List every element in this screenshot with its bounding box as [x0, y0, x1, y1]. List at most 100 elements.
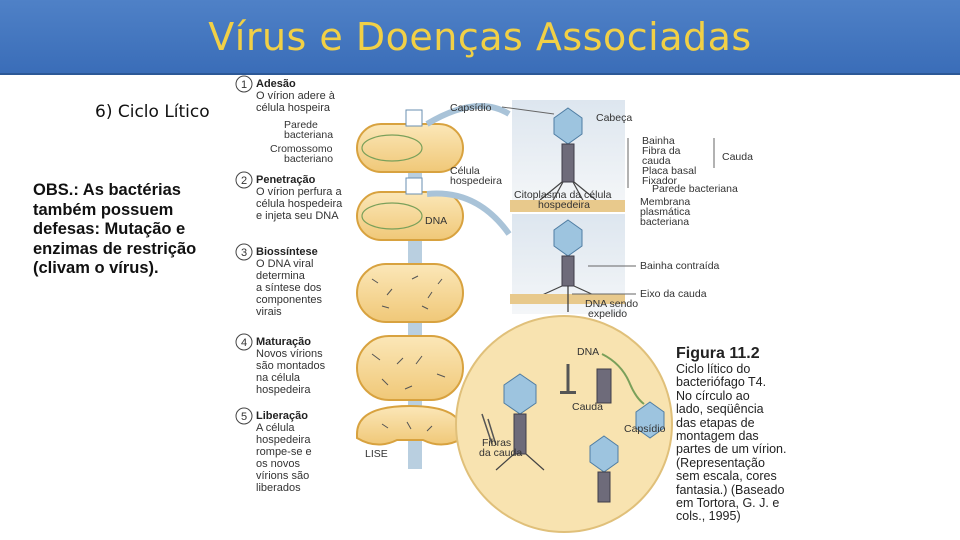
assembly-circle-bg [455, 315, 673, 533]
caption-line-12: cols., 1995) [676, 509, 741, 524]
caption-line-10: fantasia.) (Baseado [676, 482, 785, 497]
step-4-marker [235, 333, 253, 351]
step-markers: 1 2 3 4 5 [235, 75, 253, 425]
label-fixador: Fixador [642, 175, 678, 187]
label-dna-expelido-2: expelido [588, 308, 627, 320]
caption-line-9: sem escala, cores [676, 469, 777, 484]
step-2-line-2: célula hospedeira [256, 198, 343, 210]
caption-line-4: lado, seqüência [676, 402, 764, 417]
slide-title: Vírus e Doenças Associadas [208, 14, 752, 59]
step-3-marker [235, 243, 253, 261]
circle-baseplate [560, 391, 576, 394]
step-5-line-5: vírions são [256, 470, 309, 482]
circle-label-fibras-2: da cauda [479, 447, 522, 459]
caption-line-7: partes de um vírion. [676, 442, 787, 457]
label-parede-1: Parede [284, 119, 318, 131]
caption-line-6: montagem das [676, 429, 759, 444]
cell-5-lysed [356, 404, 464, 446]
step-4-title: Maturação [256, 336, 311, 348]
cell-1-chromosome [361, 134, 423, 162]
step-2-line-1: O vírion perfura a [256, 186, 342, 198]
circle-label-cauda: Cauda [572, 401, 603, 413]
step-4-line-4: hospedeira [256, 384, 311, 396]
leader-capsidio [501, 106, 555, 115]
step-1-line-1: O vírion adere à [256, 90, 336, 102]
step-3-title: Biossíntese [256, 246, 318, 258]
title-bar: Vírus e Doenças Associadas [0, 0, 960, 75]
caption-line-8: (Representação [676, 455, 765, 470]
circle-phage-left-tail [513, 413, 527, 455]
step-1-line-2: célula hospeira [256, 102, 331, 114]
label-cromossomo-1: Cromossomo [270, 143, 333, 155]
obs-note: OBS.: As bactérias também possuem defesa… [33, 181, 197, 277]
cell-3 [356, 263, 464, 323]
step-2-title: Penetração [256, 174, 316, 186]
label-eixo-cauda: Eixo da cauda [640, 288, 707, 300]
label-bainha-contraida: Bainha contraída [640, 260, 720, 272]
phage-detail-panel [510, 100, 625, 314]
label-fibra-2: cauda [642, 155, 671, 167]
tail-sheath-icon [561, 143, 575, 183]
step-5-line-3: rompe-se e [256, 446, 312, 458]
step-2-num: 2 [241, 175, 247, 187]
step-4-num: 4 [241, 337, 247, 349]
tail-fibers-icon [539, 181, 597, 205]
step-5-num: 5 [241, 411, 247, 423]
step-3-line-4: componentes [256, 294, 323, 306]
caption-line-11: em Tortora, G. J. e [676, 496, 780, 511]
label-dna-expelido-1: DNA sendo [585, 298, 638, 310]
circle-label-fibras-1: Fibras [482, 437, 511, 449]
caption-title: Figura 11.2 [676, 345, 760, 362]
lytic-cycle-figure: 1 2 3 4 5 Adesão O vírion adere à célula… [232, 74, 792, 536]
step-5-title: Liberação [256, 410, 308, 422]
slide-subtitle: 6) Ciclo Lítico [95, 102, 210, 122]
cell-contents [371, 275, 446, 432]
phage-penetrate-box [405, 177, 423, 195]
cell-1 [356, 123, 464, 173]
label-fibra-1: Fibra da [642, 145, 681, 157]
label-parede-2: bacteriana [284, 129, 333, 141]
label-bainha: Bainha [642, 135, 675, 147]
caption-line-5: das etapas de [676, 415, 755, 430]
label-parede-right: Parede bacteriana [652, 183, 738, 195]
circle-sheath [596, 368, 612, 404]
caption-line-2: bacteriófago T4. [676, 375, 767, 390]
label-celula-2: hospedeira [450, 175, 502, 187]
step-2-marker [235, 171, 253, 189]
lytic-cycle-diagram: 1 2 3 4 5 Adesão O vírion adere à célula… [235, 75, 753, 533]
step-3-line-5: virais [256, 306, 282, 318]
arrow-to-panel-1 [425, 103, 511, 127]
step-4-line-3: na célula [256, 372, 301, 384]
label-cromossomo-2: bacteriano [284, 153, 333, 165]
circle-fibers [481, 413, 497, 446]
circle-phage-bottom-tail [597, 471, 611, 503]
caption-line-3: No círculo ao [676, 388, 750, 403]
label-celula-1: Célula [450, 165, 480, 177]
circle-phage-left-fibers [495, 453, 545, 471]
label-membrana-2: plasmática [640, 206, 690, 218]
step-3-line-1: O DNA viral [256, 258, 313, 270]
step-3-line-2: determina [256, 270, 306, 282]
label-placa-basal: Placa basal [642, 165, 696, 177]
step-4-line-1: Novos vírions [256, 348, 323, 360]
host-wall-strip [510, 200, 625, 212]
step-5-line-4: os novos [256, 458, 301, 470]
label-citoplasma-2: hospedeira [538, 199, 590, 211]
figure-caption: Figura 11.2 Ciclo lítico do bacteriófago… [676, 345, 816, 524]
label-cabeca: Cabeça [596, 112, 632, 124]
arrow-to-panel-2 [426, 190, 512, 236]
assembly-circle: DNA Cauda Capsídio Fibras da cauda [455, 315, 673, 533]
step-2-line-3: e injeta seu DNA [256, 210, 339, 222]
label-citoplasma-1: Citoplasma da célula [514, 189, 612, 201]
circle-capsid-right [635, 401, 665, 439]
bacterial-cells: DNA LISE [356, 109, 464, 460]
cell-4 [356, 335, 464, 401]
step-5-line-2: hospedeira [256, 434, 311, 446]
step-5-marker [235, 407, 253, 425]
phage-attach-box [405, 109, 423, 127]
step-4-line-2: são montados [256, 360, 326, 372]
label-cauda: Cauda [722, 151, 753, 163]
circle-dna-strand [601, 353, 645, 405]
caption-line-1: Ciclo lítico do [676, 362, 751, 376]
step-5-line-1: A célula [256, 422, 295, 434]
